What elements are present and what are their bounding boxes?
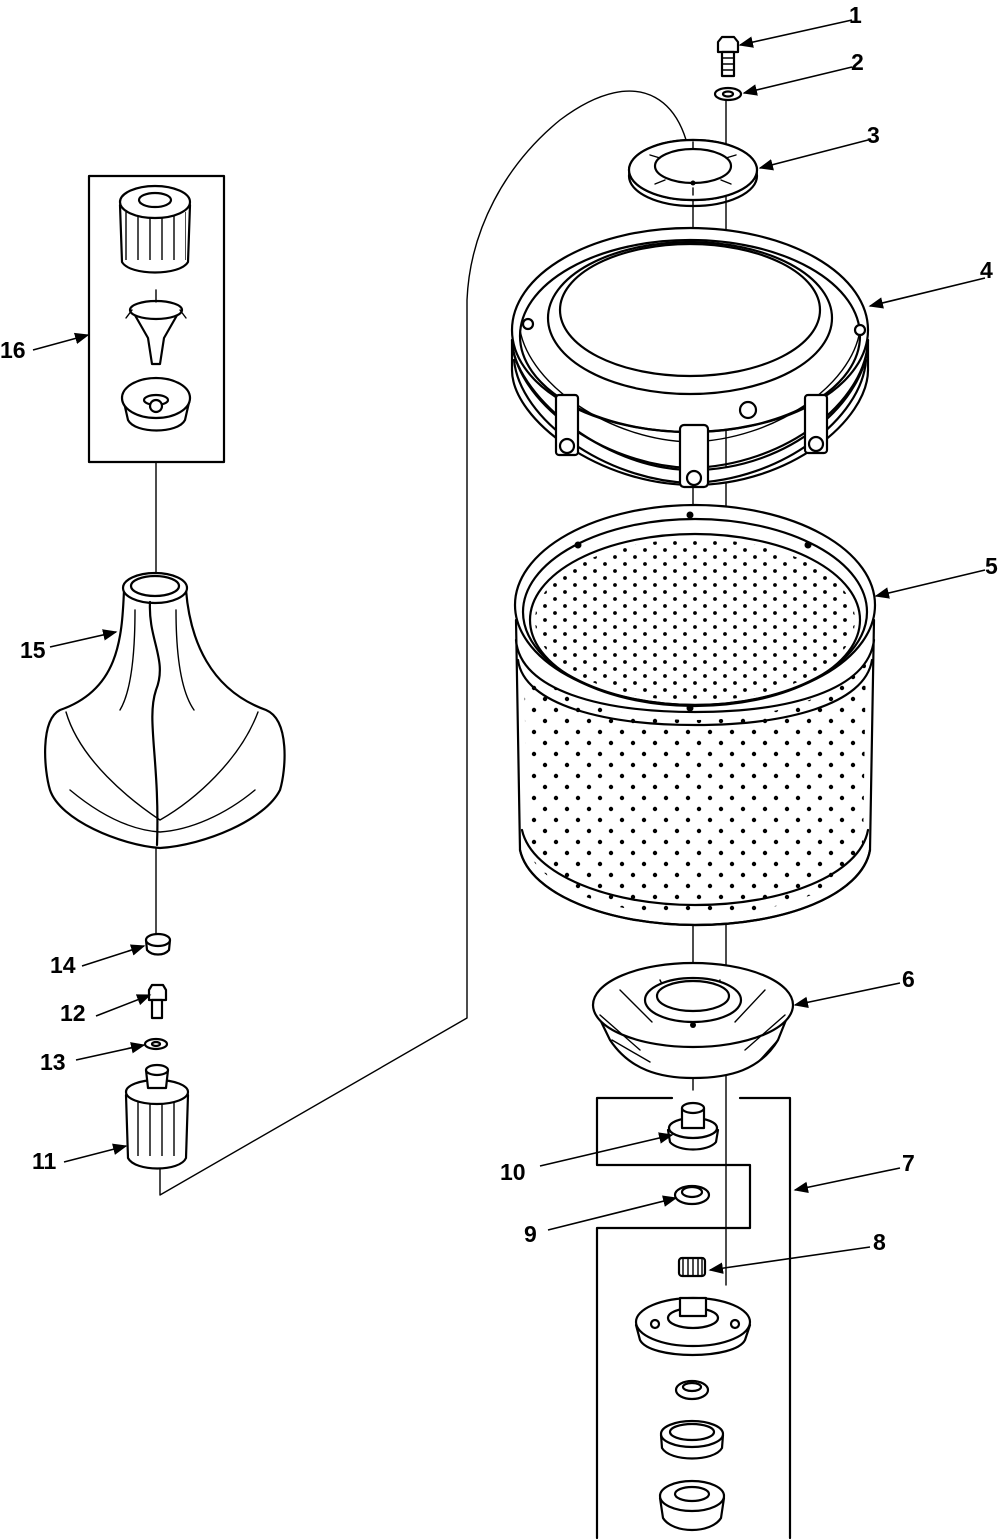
part-14-cap-nut xyxy=(144,932,172,956)
callout-6: 6 xyxy=(902,966,915,992)
part-5-spin-basket xyxy=(513,503,877,927)
callout-2: 2 xyxy=(851,49,864,75)
callout-9: 9 xyxy=(524,1221,537,1247)
part-7-drive-assembly-frame xyxy=(595,1096,792,1540)
callout-5: 5 xyxy=(985,553,998,579)
drive-stack-components xyxy=(634,1296,752,1531)
part-6-basket-base xyxy=(591,961,795,1080)
callout-labels: 1 2 3 4 5 6 7 8 9 10 11 12 13 14 15 16 xyxy=(0,2,998,1255)
callout-10: 10 xyxy=(500,1159,526,1185)
callout-12: 12 xyxy=(60,1000,86,1026)
callout-11: 11 xyxy=(32,1148,57,1174)
part-3-hub-ring xyxy=(627,138,759,208)
part-10-drive-hub xyxy=(666,1101,720,1151)
part-15-agitator xyxy=(44,571,286,850)
callout-3: 3 xyxy=(867,122,880,148)
callout-8: 8 xyxy=(873,1229,886,1255)
callout-1: 1 xyxy=(849,2,862,28)
callout-7: 7 xyxy=(902,1150,915,1176)
callout-15: 15 xyxy=(20,637,46,663)
part-2-washer xyxy=(713,86,743,102)
callout-16: 16 xyxy=(0,337,26,363)
callout-leaders xyxy=(32,19,986,1274)
part-1-bolt xyxy=(716,35,740,78)
callout-14: 14 xyxy=(50,952,76,978)
callout-4: 4 xyxy=(980,257,993,283)
part-8-spline xyxy=(677,1256,707,1278)
part-9-seal xyxy=(673,1184,711,1206)
part-11-drive-block xyxy=(124,1063,190,1170)
part-4-tub-ring xyxy=(510,226,870,489)
part-12-bolt xyxy=(147,983,168,1020)
part-16-dispenser-kit xyxy=(87,174,226,464)
part-13-washer xyxy=(143,1037,169,1051)
callout-13: 13 xyxy=(40,1049,66,1075)
